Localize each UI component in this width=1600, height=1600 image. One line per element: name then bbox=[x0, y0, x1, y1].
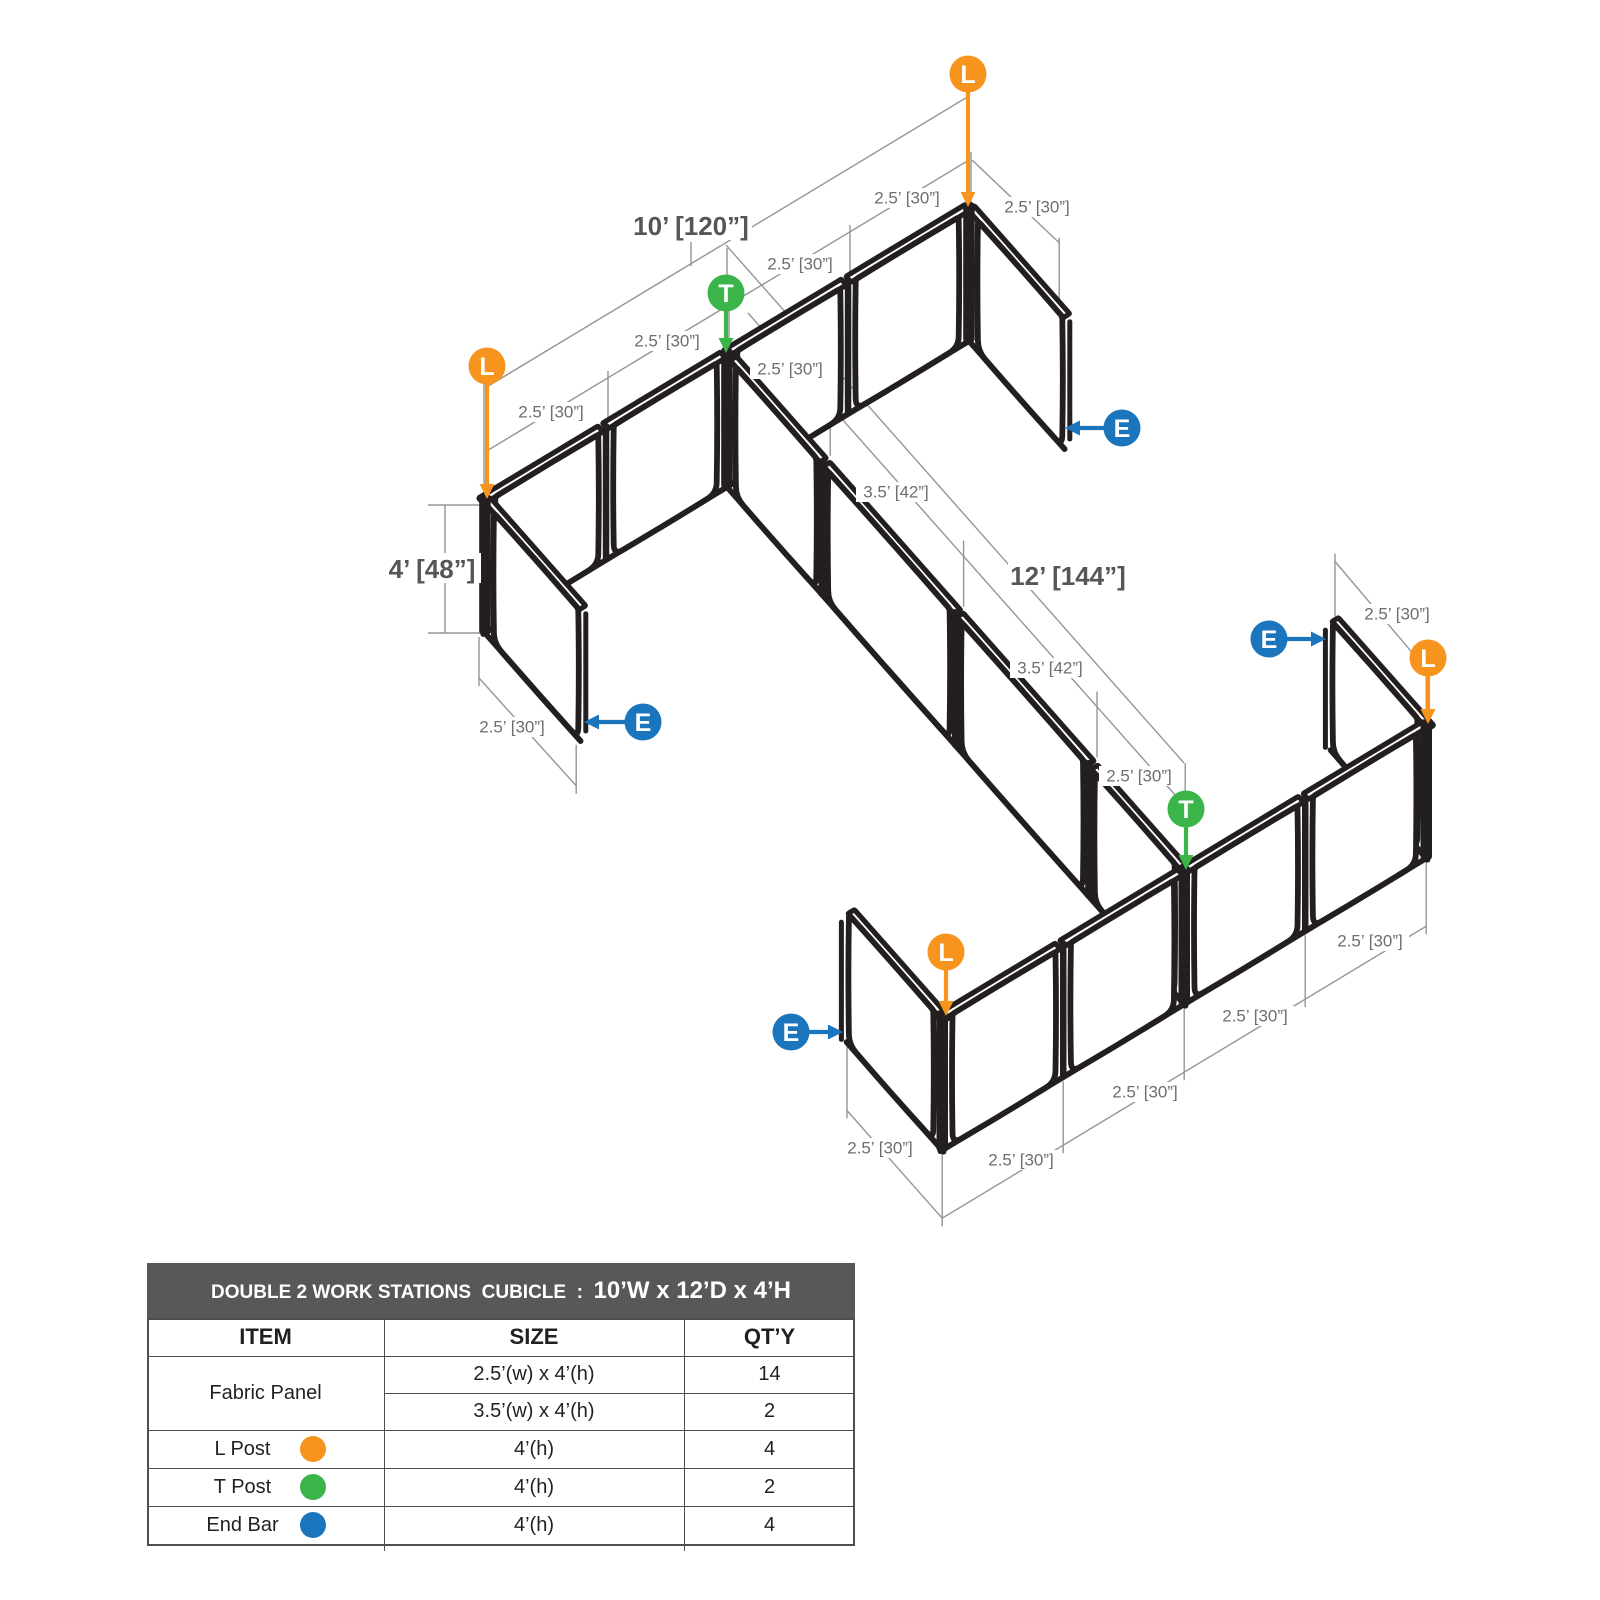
svg-text:3.5’ [42”]: 3.5’ [42”] bbox=[1017, 659, 1083, 678]
svg-text:E: E bbox=[635, 709, 652, 737]
svg-text:2.5’ [30”]: 2.5’ [30”] bbox=[757, 360, 823, 379]
svg-text:12’ [144”]: 12’ [144”] bbox=[1010, 561, 1126, 591]
svg-text:2.5’ [30”]: 2.5’ [30”] bbox=[988, 1151, 1054, 1170]
svg-text:2.5’ [30”]: 2.5’ [30”] bbox=[1106, 767, 1172, 786]
svg-text:2.5’ [30”]: 2.5’ [30”] bbox=[1337, 932, 1403, 951]
svg-text:4’ [48”]: 4’ [48”] bbox=[389, 554, 476, 584]
svg-text:L: L bbox=[938, 939, 953, 967]
svg-text:2.5’ [30”]: 2.5’ [30”] bbox=[518, 403, 584, 422]
svg-text:2.5’ [30”]: 2.5’ [30”] bbox=[479, 718, 545, 737]
svg-text:L: L bbox=[1420, 645, 1435, 673]
svg-text:E: E bbox=[1114, 415, 1131, 443]
svg-text:E: E bbox=[1261, 626, 1278, 654]
svg-text:2.5’ [30”]: 2.5’ [30”] bbox=[1364, 605, 1430, 624]
svg-text:T: T bbox=[1178, 796, 1193, 824]
svg-text:2.5’ [30”]: 2.5’ [30”] bbox=[847, 1139, 913, 1158]
svg-text:E: E bbox=[783, 1019, 800, 1047]
svg-text:2.5’ [30”]: 2.5’ [30”] bbox=[767, 255, 833, 274]
svg-text:2.5’ [30”]: 2.5’ [30”] bbox=[1222, 1007, 1288, 1026]
svg-text:2.5’ [30”]: 2.5’ [30”] bbox=[1004, 198, 1070, 217]
svg-text:3.5’ [42”]: 3.5’ [42”] bbox=[863, 483, 929, 502]
svg-text:2.5’ [30”]: 2.5’ [30”] bbox=[1112, 1083, 1178, 1102]
svg-text:T: T bbox=[718, 280, 733, 308]
svg-text:2.5’ [30”]: 2.5’ [30”] bbox=[634, 332, 700, 351]
svg-text:L: L bbox=[479, 353, 494, 381]
svg-text:10’ [120”]: 10’ [120”] bbox=[633, 211, 749, 241]
svg-text:L: L bbox=[960, 61, 975, 89]
svg-text:2.5’ [30”]: 2.5’ [30”] bbox=[874, 189, 940, 208]
